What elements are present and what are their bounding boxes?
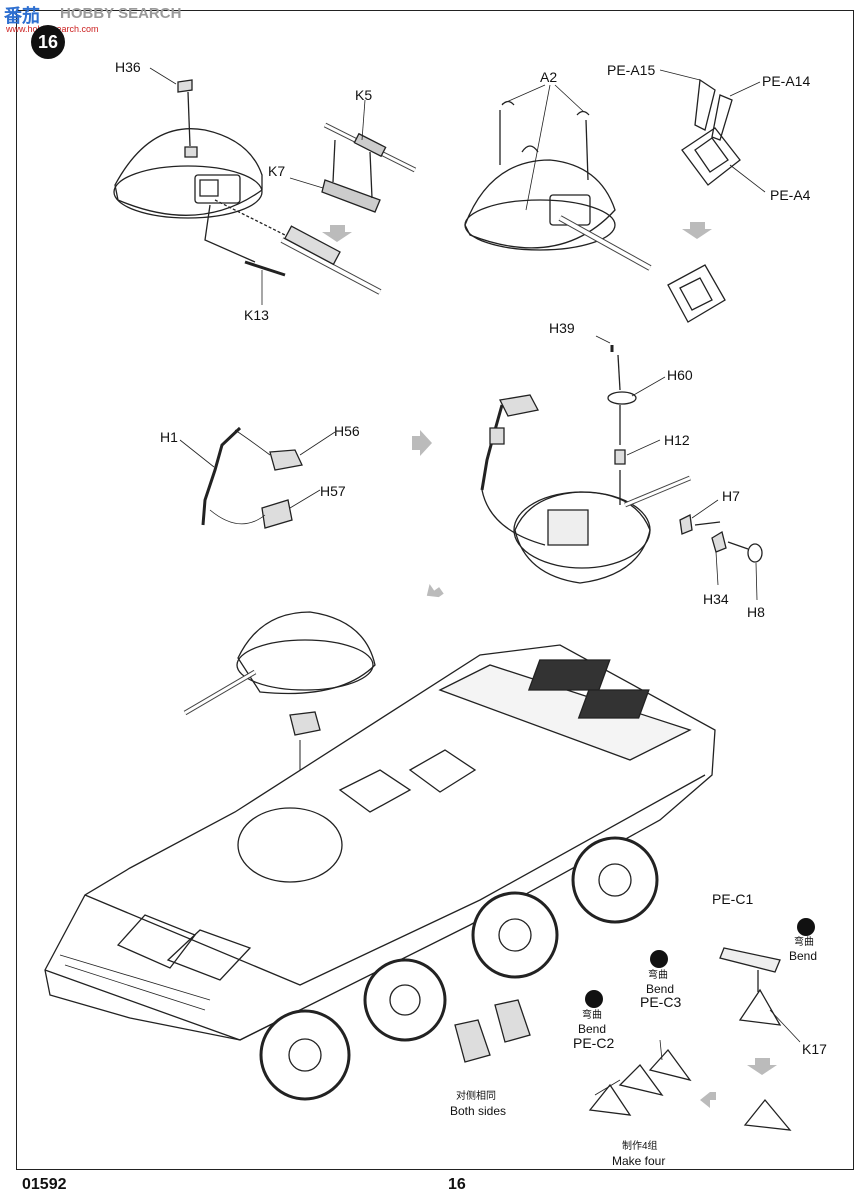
k5-part	[325, 125, 415, 170]
label-h57: H57	[320, 483, 346, 499]
label-h12: H12	[664, 432, 690, 448]
make-four-cn: 制作4组	[622, 1141, 658, 1152]
turret-diagram-3	[482, 336, 762, 600]
chock-diagram	[590, 948, 800, 1130]
bend-icon	[797, 918, 815, 936]
label-k17: K17	[802, 1041, 827, 1057]
mg-barrel-part	[282, 226, 380, 292]
label-h36: H36	[115, 59, 141, 75]
bend-text-en: Bend	[789, 949, 818, 963]
bend-icon	[650, 950, 668, 968]
label-pe-a14: PE-A14	[762, 73, 811, 89]
turret-diagram-1	[114, 68, 415, 305]
label-h56: H56	[334, 423, 360, 439]
label-h1: H1	[160, 429, 178, 445]
both-sides-cn: 对侧相同	[456, 1091, 496, 1102]
catalog-number: 01592	[22, 1176, 67, 1193]
label-pe-a4: PE-A4	[770, 187, 811, 203]
watermark-logo-en: HOBBY SEARCH	[60, 5, 182, 22]
label-a2: A2	[540, 69, 558, 85]
label-pe-c3: PE-C3	[640, 994, 682, 1010]
label-h7: H7	[722, 488, 740, 504]
watermark-logo-cn: 番茄	[4, 6, 40, 27]
page-frame	[16, 10, 854, 1170]
turret-diagram-2	[465, 70, 765, 322]
btr-hull-diagram	[45, 612, 715, 1099]
bend-text-en: Bend	[578, 1022, 607, 1036]
both-sides-en: Both sides	[450, 1104, 507, 1118]
page-number: 16	[448, 1176, 466, 1193]
label-h39: H39	[549, 320, 575, 336]
label-h34: H34	[703, 591, 729, 607]
label-k5: K5	[355, 87, 373, 103]
label-h8: H8	[747, 604, 765, 620]
label-pe-c2: PE-C2	[573, 1035, 615, 1051]
wheels	[261, 838, 657, 1099]
label-k13: K13	[244, 307, 269, 323]
make-four-en: Make four	[612, 1154, 666, 1168]
periscope-diagram	[180, 428, 432, 528]
bend-text-cn: 弯曲	[794, 937, 814, 948]
label-pe-a15: PE-A15	[607, 62, 656, 78]
bend-text-en: Bend	[646, 982, 675, 996]
step-number-badge: 16	[31, 25, 65, 59]
label-k7: K7	[268, 163, 286, 179]
label-pe-c1: PE-C1	[712, 891, 754, 907]
bend-icon	[585, 990, 603, 1008]
bend-text-cn: 弯曲	[648, 970, 668, 981]
label-h60: H60	[667, 367, 693, 383]
bend-text-cn: 弯曲	[582, 1010, 602, 1021]
